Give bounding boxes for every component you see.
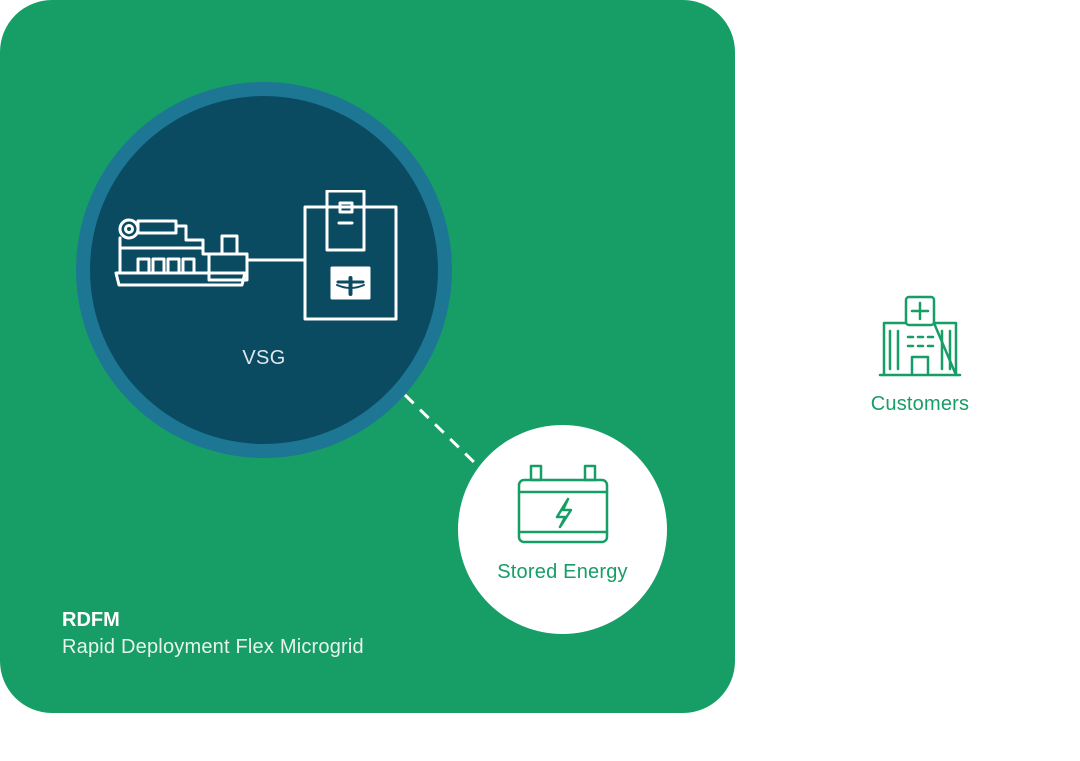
generator-engine-icon	[114, 218, 249, 287]
rdfm-title: RDFM	[62, 609, 120, 631]
vsg-illustration	[114, 190, 398, 321]
inverter-cabinet-icon	[303, 190, 398, 321]
rdfm-subtitle: Rapid Deployment Flex Microgrid	[62, 636, 364, 658]
stored-energy-node	[458, 425, 667, 634]
stored-energy-label: Stored Energy	[497, 561, 628, 583]
vsg-label: VSG	[242, 347, 286, 369]
hospital-building-icon	[878, 295, 962, 377]
battery-bolt-icon	[517, 464, 609, 544]
storage-link	[403, 393, 481, 469]
customers-label: Customers	[870, 393, 970, 415]
